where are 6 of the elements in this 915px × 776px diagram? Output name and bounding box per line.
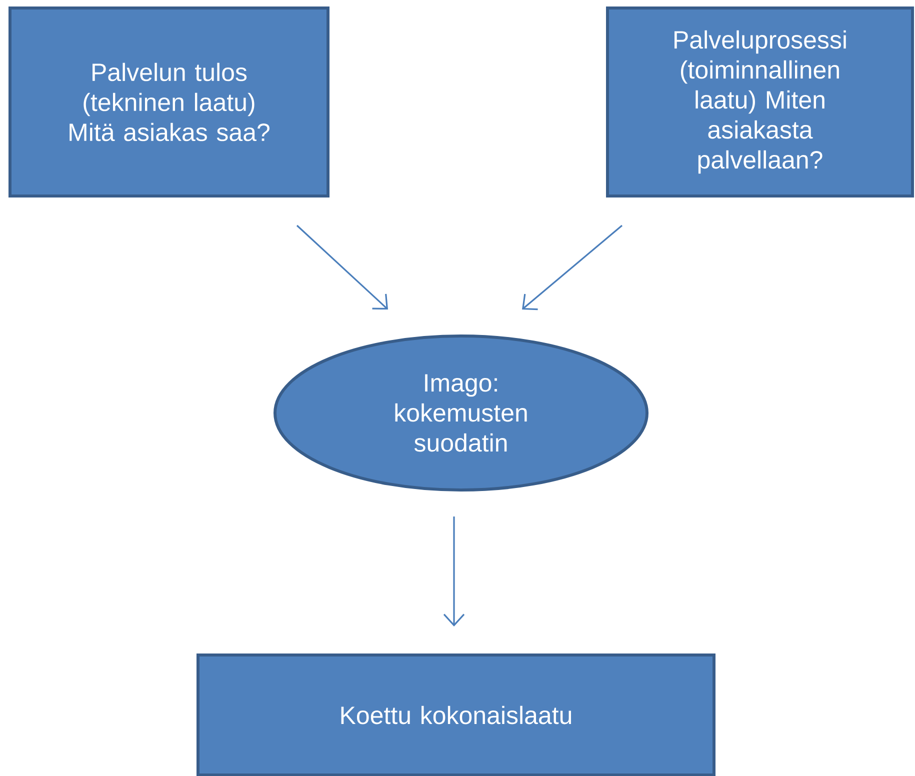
process-box: Palveluprosessi (toiminnallinen laatu) Miten asiakasta palvellaan? xyxy=(606,6,914,198)
arrow xyxy=(443,516,465,626)
arrow xyxy=(522,224,623,310)
process-box: Palvelun tulos (tekninen laatu) Mitä asiakas saa? xyxy=(8,6,330,198)
arrow xyxy=(296,224,388,310)
process-box: Koettu kokonaislaatu xyxy=(196,654,716,776)
